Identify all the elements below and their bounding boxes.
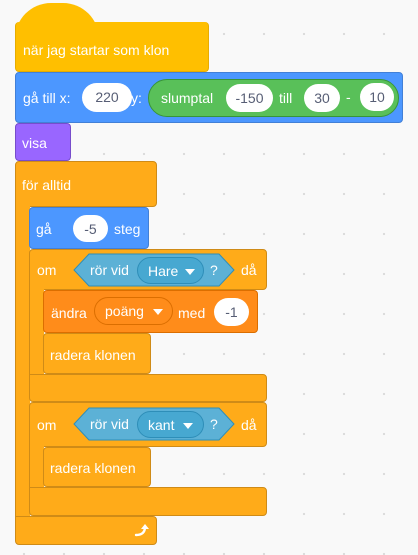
forever-block[interactable]: för alltid [15, 161, 157, 207]
delete-clone-label-2: radera klonen [50, 460, 136, 476]
delete-clone-block-1[interactable]: radera klonen [43, 333, 151, 374]
go-to-x-label: gå till x: [23, 90, 71, 106]
then-label-2: då [241, 417, 257, 433]
touching-object-value-2: kant [148, 417, 175, 433]
touching-object-dropdown-2[interactable]: kant [137, 411, 204, 438]
change-value-input[interactable]: -1 [214, 298, 249, 326]
random-label: slumptal [161, 90, 214, 106]
chevron-down-icon [183, 423, 193, 429]
delete-clone-block-2[interactable]: radera klonen [43, 447, 151, 487]
forever-label: för alltid [22, 177, 72, 193]
variable-dropdown[interactable]: poäng [94, 297, 173, 325]
steps-label: steg [114, 221, 141, 237]
if-label-2: om [37, 417, 57, 433]
if-footer-2 [29, 487, 267, 516]
variable-name: poäng [105, 303, 144, 319]
show-block[interactable]: visa [15, 123, 71, 161]
go-to-y-label: y: [131, 90, 142, 106]
forever-footer [15, 516, 157, 545]
chevron-down-icon [185, 269, 195, 275]
touching-label-1: rör vid [90, 262, 129, 278]
if-arm-2 [29, 445, 44, 490]
steps-input[interactable]: -5 [73, 215, 108, 242]
change-label: ändra [51, 305, 87, 321]
clone-start-label: när jag startar som klon [23, 42, 170, 58]
change-by-label: med [178, 305, 206, 321]
random-to-label: till [279, 90, 293, 106]
touching-question-2: ? [210, 416, 218, 432]
if-label-1: om [37, 262, 57, 278]
random-to-input[interactable]: 30 [304, 84, 340, 112]
touching-question-1: ? [210, 262, 218, 278]
forever-arm [15, 204, 30, 524]
loop-arrow-icon [134, 524, 149, 537]
chevron-down-icon [153, 309, 163, 315]
if-arm-1 [29, 288, 44, 376]
show-label: visa [22, 135, 47, 151]
move-steps-block[interactable]: gå -5 steg [29, 207, 149, 249]
subtract-value-input[interactable]: 10 [360, 83, 394, 111]
random-operator-block[interactable]: slumptal -150 till 30 [148, 79, 399, 117]
touching-object-value-1: Hare [148, 263, 179, 279]
then-label-1: då [241, 262, 257, 278]
minus-sign: - [346, 89, 351, 105]
random-from-input[interactable]: -150 [226, 84, 273, 112]
touching-object-dropdown-1[interactable]: Hare [137, 257, 204, 284]
x-value-input[interactable]: 220 [82, 83, 132, 112]
move-label: gå [36, 221, 52, 237]
if-footer-1 [29, 374, 267, 402]
touching-label-2: rör vid [90, 416, 129, 432]
delete-clone-label-1: radera klonen [50, 347, 136, 363]
clone-start-hat-body[interactable]: när jag startar som klon [15, 22, 209, 72]
change-variable-block[interactable]: ändra poäng med -1 [43, 290, 258, 333]
